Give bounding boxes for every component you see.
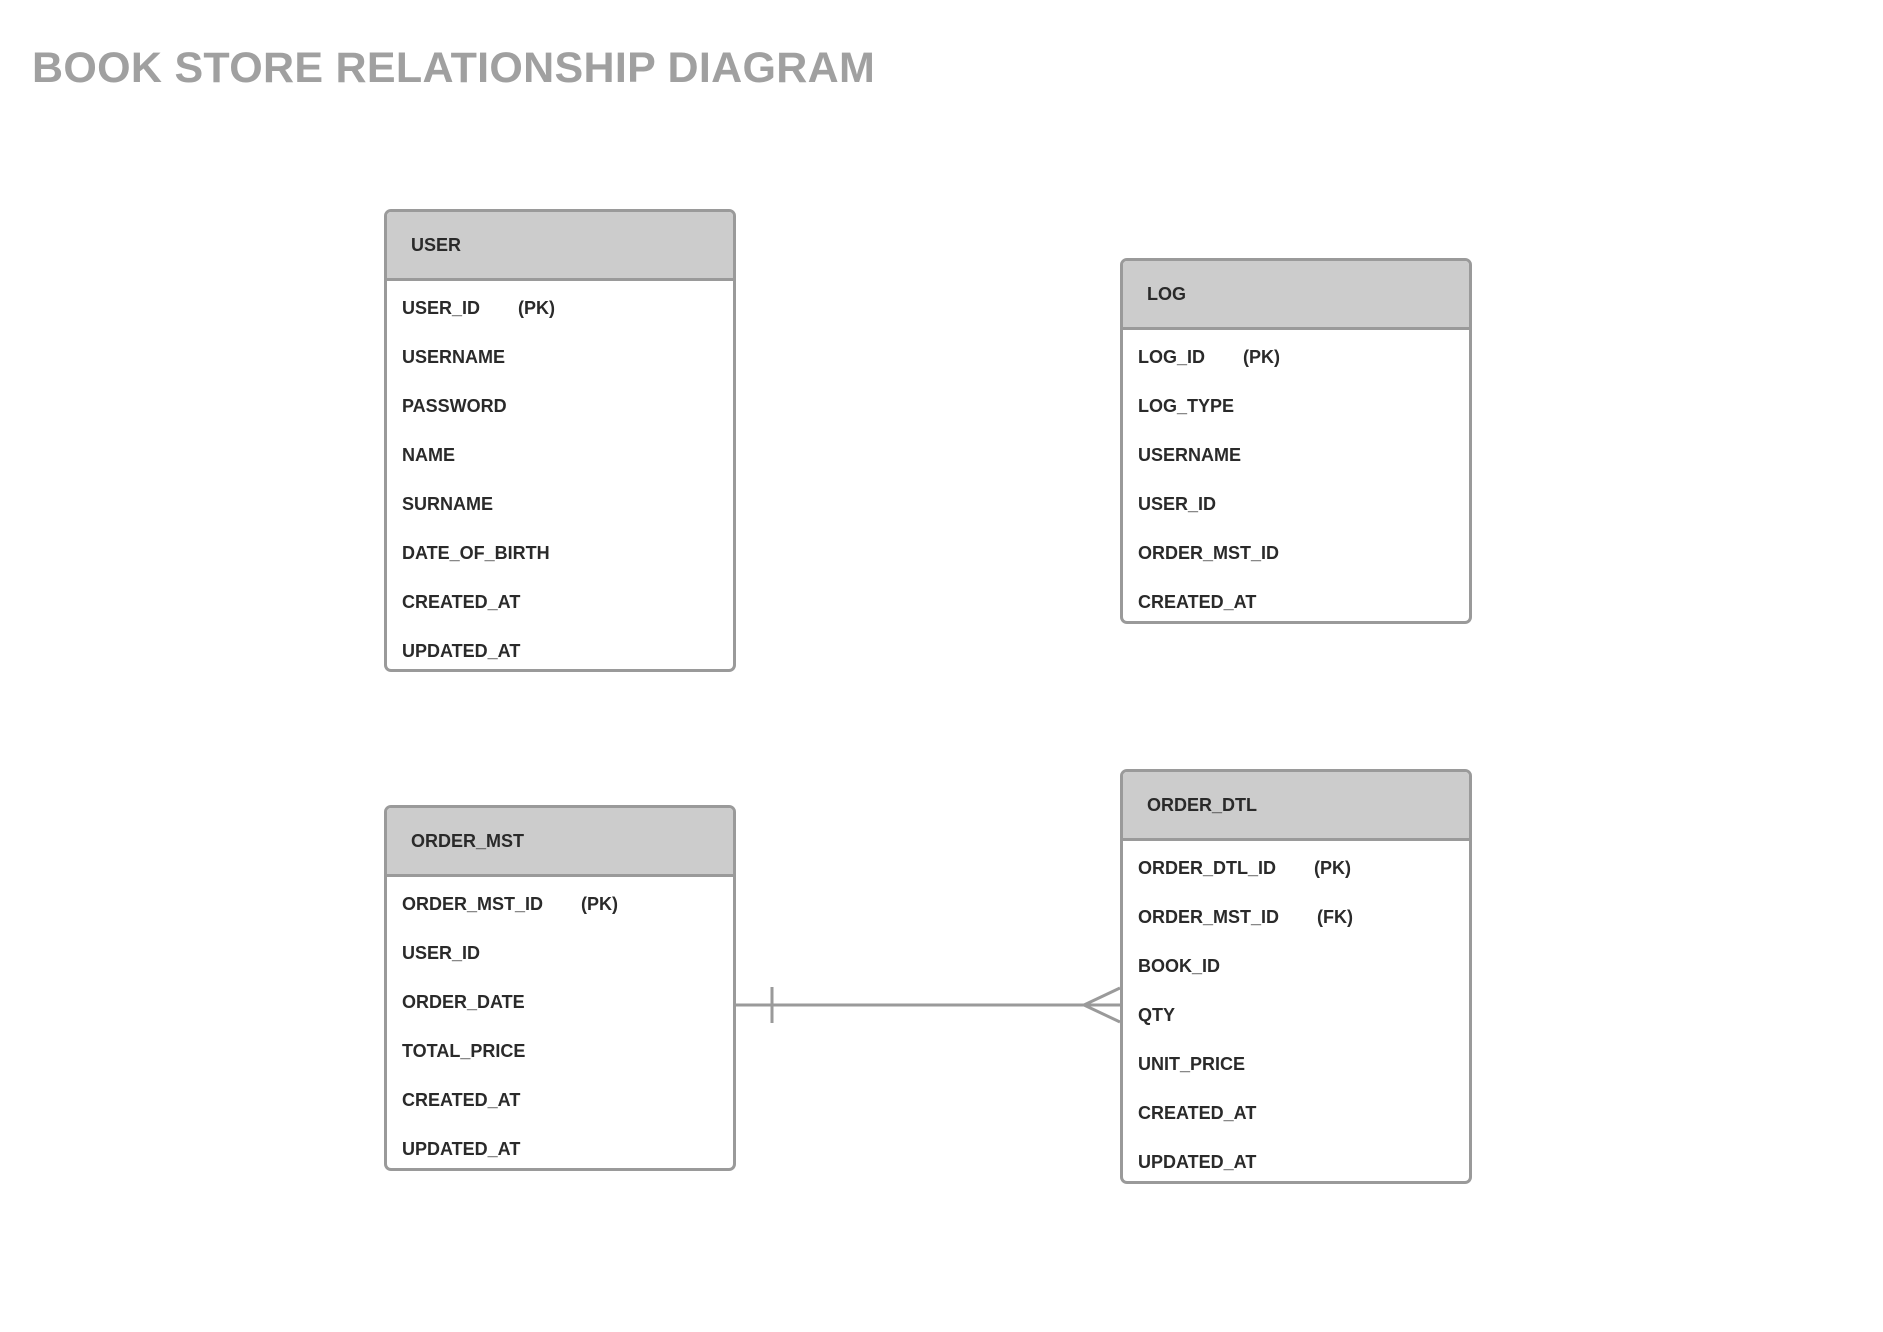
entity-order-mst[interactable]: ORDER_MST ORDER_MST_ID (PK) USER_ID ORDER… [384,805,736,1171]
entity-name: ORDER_DTL [1147,794,1258,815]
attribute-row[interactable]: USERNAME [387,333,733,382]
attribute-row[interactable]: ORDER_MST_ID (PK) [387,880,733,929]
attribute-name: CREATED_AT [402,592,521,612]
attribute-row[interactable]: USER_ID (PK) [387,284,733,333]
attribute-list: USER_ID (PK) USERNAME PASSWORD NAME SURNA… [387,284,733,669]
attribute-name: DATE_OF_BIRTH [402,543,550,563]
attribute-row[interactable]: NAME [387,431,733,480]
attribute-name: PASSWORD [402,396,507,416]
attribute-row[interactable]: ORDER_DATE [387,978,733,1027]
entity-name: USER [411,234,462,255]
attribute-list: ORDER_DTL_ID (PK) ORDER_MST_ID (FK) BOOK_I… [1123,844,1469,1181]
attribute-name: LOG_TYPE [1138,396,1235,416]
attribute-row[interactable]: LOG_ID (PK) [1123,333,1469,382]
attribute-key-badge: (FK) [1317,907,1354,927]
attribute-row[interactable]: USERNAME [1123,431,1469,480]
attribute-name: USER_ID [402,298,481,318]
attribute-name: UPDATED_AT [402,1139,521,1159]
attribute-name: ORDER_DATE [402,992,525,1012]
attribute-name: TOTAL_PRICE [402,1041,526,1061]
attribute-row[interactable]: ORDER_MST_ID [1123,529,1469,578]
attribute-name: ORDER_DTL_ID [1138,858,1277,878]
attribute-row[interactable]: UPDATED_AT [387,627,733,669]
attribute-row[interactable]: CREATED_AT [1123,1089,1469,1138]
attribute-row[interactable]: TOTAL_PRICE [387,1027,733,1076]
attribute-key-badge: (PK) [1243,347,1281,367]
page-title: BOOK STORE RELATIONSHIP DIAGRAM [32,44,876,92]
entity-name: LOG [1147,283,1186,304]
attribute-name: UPDATED_AT [1138,1152,1257,1172]
attribute-row[interactable]: UPDATED_AT [1123,1138,1469,1181]
entity-header: LOG [1123,261,1469,330]
attribute-name: CREATED_AT [402,1090,521,1110]
attribute-key-badge: (PK) [1314,858,1352,878]
attribute-name: BOOK_ID [1138,956,1221,976]
attribute-name: USERNAME [1138,445,1242,465]
attribute-name: UNIT_PRICE [1138,1054,1246,1074]
attribute-key-badge: (PK) [518,298,556,318]
attribute-row[interactable]: BOOK_ID [1123,942,1469,991]
crows-foot-upper-prong [1083,986,1121,1007]
attribute-row[interactable]: PASSWORD [387,382,733,431]
attribute-name: SURNAME [402,494,494,514]
attribute-name: USER_ID [402,943,481,963]
attribute-name: USERNAME [402,347,506,367]
attribute-row[interactable]: QTY [1123,991,1469,1040]
entity-order-dtl[interactable]: ORDER_DTL ORDER_DTL_ID (PK) ORDER_MST_ID (… [1120,769,1472,1184]
crows-foot-lower-prong [1083,1003,1121,1024]
attribute-row[interactable]: ORDER_MST_ID (FK) [1123,893,1469,942]
relationship-order-mst-order-dtl[interactable] [736,986,1121,1024]
attribute-name: LOG_ID [1138,347,1206,367]
entity-user[interactable]: USER USER_ID (PK) USERNAME PASSWORD NAME … [384,209,736,672]
attribute-name: UPDATED_AT [402,641,521,661]
attribute-name: ORDER_MST_ID [1138,543,1280,563]
attribute-name: ORDER_MST_ID [1138,907,1280,927]
attribute-row[interactable]: UNIT_PRICE [1123,1040,1469,1089]
entity-name: ORDER_MST [411,830,525,851]
entity-header: ORDER_MST [387,808,733,877]
attribute-row[interactable]: DATE_OF_BIRTH [387,529,733,578]
attribute-name: CREATED_AT [1138,1103,1257,1123]
attribute-row[interactable]: SURNAME [387,480,733,529]
attribute-list: LOG_ID (PK) LOG_TYPE USERNAME USER_ID ORD… [1123,333,1469,621]
attribute-name: NAME [402,445,455,465]
attribute-row[interactable]: ORDER_DTL_ID (PK) [1123,844,1469,893]
attribute-name: USER_ID [1138,494,1217,514]
attribute-row[interactable]: CREATED_AT [387,578,733,627]
attribute-row[interactable]: USER_ID [387,929,733,978]
attribute-row[interactable]: CREATED_AT [1123,578,1469,621]
entity-log[interactable]: LOG LOG_ID (PK) LOG_TYPE USERNAME USER_ID… [1120,258,1472,624]
attribute-row[interactable]: UPDATED_AT [387,1125,733,1168]
entity-header: USER [387,212,733,281]
attribute-row[interactable]: LOG_TYPE [1123,382,1469,431]
attribute-row[interactable]: USER_ID [1123,480,1469,529]
attribute-name: QTY [1138,1005,1176,1025]
attribute-list: ORDER_MST_ID (PK) USER_ID ORDER_DATE TOTA… [387,880,733,1168]
attribute-key-badge: (PK) [581,894,619,914]
entity-header: ORDER_DTL [1123,772,1469,841]
attribute-name: CREATED_AT [1138,592,1257,612]
attribute-name: ORDER_MST_ID [402,894,544,914]
attribute-row[interactable]: CREATED_AT [387,1076,733,1125]
